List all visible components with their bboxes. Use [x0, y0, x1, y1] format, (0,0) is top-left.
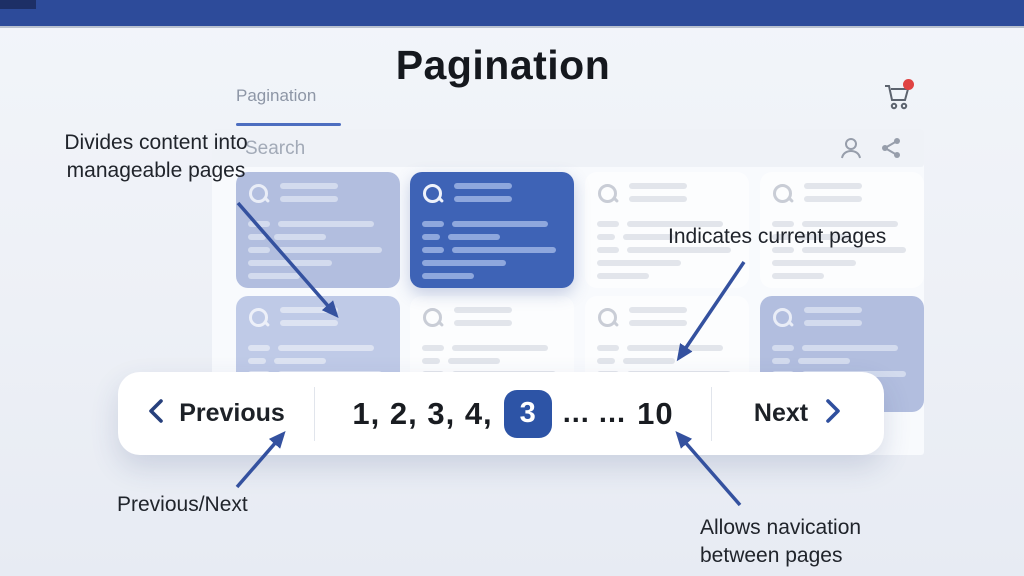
previous-button[interactable]: Previous: [118, 398, 314, 429]
next-label: Next: [753, 399, 809, 427]
ellipsis: ... ...: [562, 397, 627, 429]
annotation-indicates: Indicates current pages: [668, 225, 887, 248]
magnifier-icon: [597, 307, 619, 329]
card-title-lines: [804, 307, 862, 333]
divider: [711, 386, 712, 441]
magnifier-icon: [772, 307, 794, 329]
magnifier-icon: [422, 183, 444, 205]
browser-top-bar: [0, 0, 1024, 28]
annotation-divides: Divides content into manageable pages: [64, 131, 248, 182]
card-title-lines: [629, 307, 687, 333]
content-card[interactable]: [760, 172, 924, 288]
tab-active-underline: [236, 123, 341, 126]
page-title: Pagination: [395, 42, 611, 88]
topbar-dark-strip: [0, 0, 36, 9]
chevron-left-icon: [147, 398, 164, 429]
magnifier-icon: [597, 183, 619, 205]
current-page-chip[interactable]: 3: [503, 389, 552, 438]
search-input[interactable]: [243, 129, 667, 169]
cart-icon[interactable]: [882, 79, 914, 117]
card-title-lines: [280, 307, 338, 333]
annotation-allows: Allows navication between pages: [700, 516, 862, 567]
content-card[interactable]: [410, 172, 574, 288]
content-card[interactable]: [236, 172, 400, 288]
magnifier-icon: [248, 183, 270, 205]
page-numbers: 1, 2, 3, 4, 3 ... ... 10: [315, 389, 711, 438]
card-title-lines: [454, 307, 512, 333]
card-title-lines: [454, 183, 512, 209]
magnifier-icon: [248, 307, 270, 329]
search-bar[interactable]: [212, 129, 924, 169]
page-numbers-prefix[interactable]: 1, 2, 3, 4,: [352, 395, 493, 431]
tab-pagination[interactable]: Pagination: [236, 86, 317, 105]
share-icon[interactable]: [880, 136, 902, 160]
card-title-lines: [280, 183, 338, 209]
chevron-right-icon: [825, 398, 842, 429]
divider: [314, 386, 315, 441]
pagination-bar: Previous 1, 2, 3, 4, 3 ... ... 10 Next: [118, 372, 884, 455]
last-page-number[interactable]: 10: [637, 395, 674, 431]
cart-badge: [903, 79, 914, 90]
previous-label: Previous: [179, 399, 285, 427]
user-icon[interactable]: [840, 136, 862, 160]
magnifier-icon: [422, 307, 444, 329]
next-button[interactable]: Next: [712, 398, 884, 429]
annotation-prev-next: Previous/Next: [117, 493, 248, 516]
card-title-lines: [629, 183, 687, 209]
magnifier-icon: [772, 183, 794, 205]
card-title-lines: [804, 183, 862, 209]
